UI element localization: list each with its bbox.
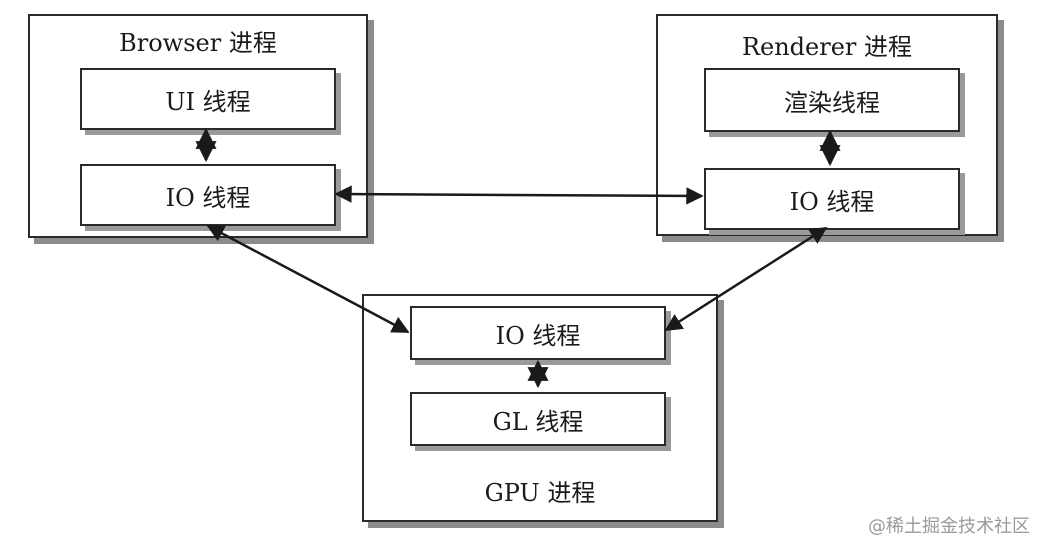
browser-process: Browser 进程 UI 线程 IO 线程 (28, 14, 368, 238)
renderer-process: Renderer 进程 渲染线程 IO 线程 (656, 14, 998, 236)
browser-ui-thread: UI 线程 (80, 68, 336, 130)
renderer-render-thread: 渲染线程 (704, 68, 960, 132)
browser-io-thread: IO 线程 (80, 164, 336, 226)
gpu-gl-thread: GL 线程 (410, 392, 666, 446)
renderer-process-title: Renderer 进程 (741, 33, 913, 61)
renderer-io-thread: IO 线程 (704, 168, 960, 230)
arrow-browser-io-renderer-io (334, 185, 704, 205)
watermark: @稀土掘金技术社区 (868, 516, 1030, 537)
gpu-process-title: GPU 进程 (484, 479, 596, 507)
gpu-process: IO 线程 GL 线程 GPU 进程 (362, 294, 718, 522)
browser-process-title: Browser 进程 (119, 29, 277, 57)
gpu-io-thread: IO 线程 (410, 306, 666, 360)
